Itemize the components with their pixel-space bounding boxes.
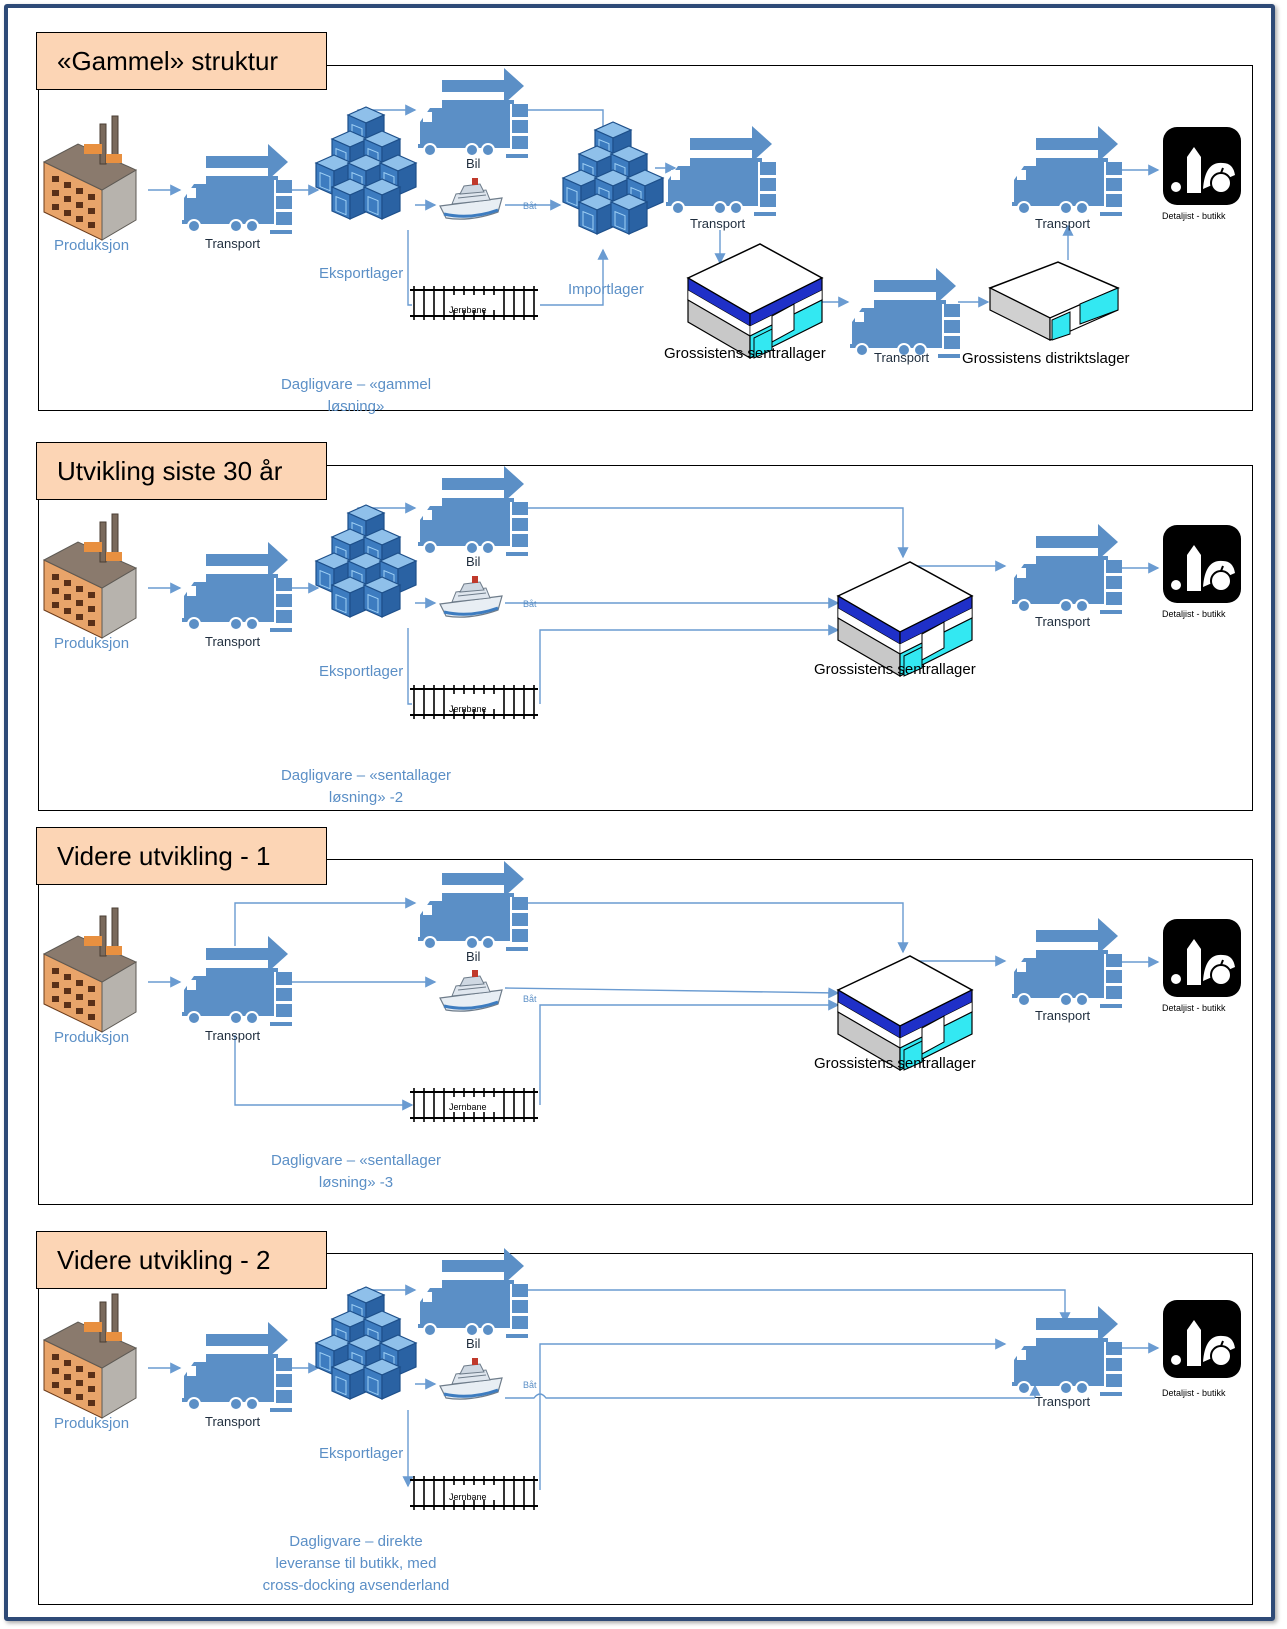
label-transport: Transport: [205, 236, 261, 251]
label-transport: Transport: [205, 1414, 261, 1429]
truck-icon: [181, 541, 293, 633]
caption-line-2: leveranse til butikk, med: [276, 1555, 437, 1572]
truck-icon: [181, 143, 293, 235]
ship-icon: [438, 1356, 504, 1401]
truck-icon: [1011, 523, 1123, 615]
label-sentrallager: Grossistens sentrallager: [664, 345, 826, 362]
caption-line-1: Dagligvare – «gammel: [281, 376, 431, 393]
label-transport: Transport: [1035, 1008, 1091, 1023]
panel-2: [38, 465, 1253, 811]
warehouse-icon: [837, 955, 973, 1071]
label-transport: Transport: [874, 350, 930, 365]
label-butikk: Detaljist - butikk: [1162, 609, 1226, 619]
panel-2-diagram: Produksjon Transport Eksportlager Bil Bå…: [43, 465, 1242, 806]
ship-icon: [438, 574, 504, 619]
label-transport: Transport: [205, 1028, 261, 1043]
panel-1-diagram: Produksjon Transport Eksportlager Bil Bå…: [43, 67, 1242, 415]
label-bil: Bil: [466, 949, 481, 964]
factory-icon: [43, 1293, 137, 1419]
truck-icon: [1011, 917, 1123, 1009]
truck-icon: [417, 67, 529, 159]
label-butikk: Detaljist - butikk: [1162, 1003, 1226, 1013]
label-bat: Båt: [523, 201, 537, 211]
label-transport: Transport: [205, 634, 261, 649]
label-butikk: Detaljist - butikk: [1162, 1388, 1226, 1398]
label-importlager: Importlager: [568, 281, 644, 298]
label-eksportlager: Eksportlager: [319, 1445, 403, 1462]
label-bil: Bil: [466, 1336, 481, 1351]
truck-icon: [1011, 1305, 1123, 1397]
factory-icon: [43, 907, 137, 1033]
stacked-boxes-icon: [316, 505, 416, 617]
panel-4-diagram: Produksjon Transport Eksportlager Bil Bå…: [43, 1247, 1242, 1594]
shop-icon: [1162, 126, 1242, 206]
label-bat: Båt: [523, 599, 537, 609]
label-transport: Transport: [1035, 1394, 1091, 1409]
outer-frame: [4, 4, 1275, 1621]
label-distriktslager: Grossistens distriktslager: [962, 350, 1130, 367]
ship-icon: [438, 968, 504, 1013]
panel-3: [38, 859, 1253, 1205]
truck-icon: [665, 125, 777, 217]
label-transport: Transport: [690, 216, 746, 231]
caption-line-2: løsning»: [328, 398, 385, 415]
panel-4: [38, 1253, 1253, 1605]
label-produksjon: Produksjon: [54, 635, 129, 652]
label-jernbane: Jernbane: [449, 1492, 487, 1502]
warehouse-icon: [687, 243, 823, 359]
shop-icon: [1162, 1299, 1242, 1379]
caption-line-2: løsning» -2: [329, 789, 403, 806]
label-jernbane: Jernbane: [449, 704, 487, 714]
label-bat: Båt: [523, 994, 537, 1004]
factory-icon: [43, 513, 137, 639]
label-sentrallager: Grossistens sentrallager: [814, 1055, 976, 1072]
caption-line-2: løsning» -3: [319, 1174, 393, 1191]
factory-icon: [43, 115, 137, 241]
caption-line-3: cross-docking avsenderland: [263, 1577, 450, 1594]
label-produksjon: Produksjon: [54, 1029, 129, 1046]
label-transport: Transport: [1035, 216, 1091, 231]
panel-4-title: Videre utvikling - 2: [36, 1231, 327, 1289]
truck-icon: [181, 935, 293, 1027]
panel-1: [38, 65, 1253, 411]
shop-icon: [1162, 918, 1242, 998]
label-butikk: Detaljist - butikk: [1162, 211, 1226, 221]
shop-icon: [1162, 524, 1242, 604]
label-produksjon: Produksjon: [54, 1415, 129, 1432]
ship-icon: [438, 176, 504, 221]
truck-icon: [849, 267, 961, 359]
caption-line-1: Dagligvare – «sentallager: [281, 767, 451, 784]
stacked-boxes-icon: [316, 107, 416, 219]
label-sentrallager: Grossistens sentrallager: [814, 661, 976, 678]
warehouse-icon: [837, 561, 973, 677]
label-bil: Bil: [466, 156, 481, 171]
panel-2-title: Utvikling siste 30 år: [36, 442, 327, 500]
label-bil: Bil: [466, 554, 481, 569]
caption-line-1: Dagligvare – «sentallager: [271, 1152, 441, 1169]
label-produksjon: Produksjon: [54, 237, 129, 254]
label-eksportlager: Eksportlager: [319, 265, 403, 282]
label-transport: Transport: [1035, 614, 1091, 629]
stacked-boxes-icon: [563, 122, 663, 234]
label-bat: Båt: [523, 1380, 537, 1390]
panel-3-diagram: Produksjon Transport Bil Båt Jernbane Gr…: [43, 860, 1242, 1191]
panel-1-title: «Gammel» struktur: [36, 32, 327, 90]
panel-3-title: Videre utvikling - 1: [36, 827, 327, 885]
warehouse-icon: [989, 261, 1119, 341]
truck-icon: [1011, 125, 1123, 217]
label-jernbane: Jernbane: [449, 305, 487, 315]
stacked-boxes-icon: [316, 1287, 416, 1399]
truck-icon: [417, 1247, 529, 1339]
label-eksportlager: Eksportlager: [319, 663, 403, 680]
truck-icon: [417, 860, 529, 952]
label-jernbane: Jernbane: [449, 1102, 487, 1112]
caption-line-1: Dagligvare – direkte: [289, 1533, 422, 1550]
truck-icon: [417, 465, 529, 557]
truck-icon: [181, 1321, 293, 1413]
